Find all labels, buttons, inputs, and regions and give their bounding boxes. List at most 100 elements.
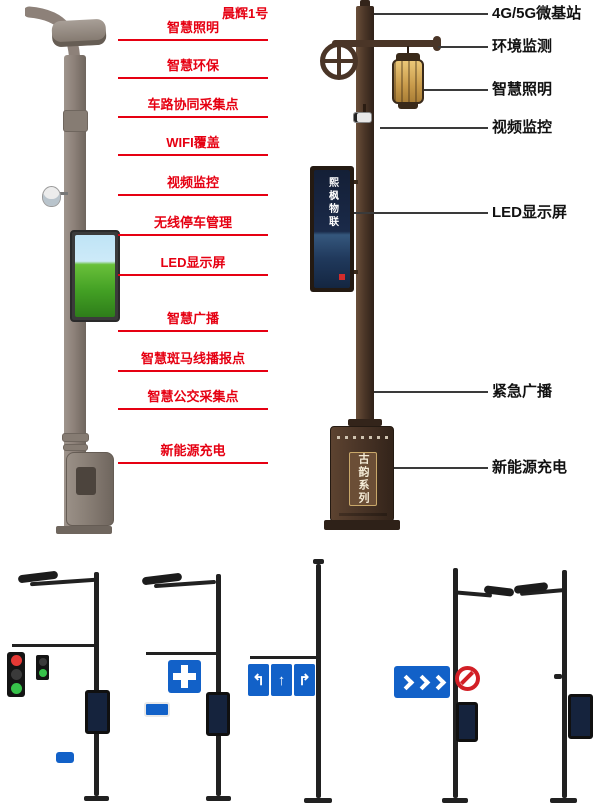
left-feature-label: 智慧环保 bbox=[118, 58, 268, 79]
pole-base bbox=[56, 526, 112, 534]
charging-port bbox=[76, 467, 96, 495]
right-feature-label: 智慧照明 bbox=[492, 81, 553, 98]
red-light-icon bbox=[10, 655, 22, 666]
sign-crossarm bbox=[250, 656, 316, 659]
pole-variant-chevron-sign bbox=[360, 556, 515, 807]
pole-shaft bbox=[316, 564, 321, 798]
green-light-icon bbox=[10, 683, 22, 694]
banner-image: 熙枫物联 bbox=[314, 170, 350, 288]
signal-crossarm bbox=[12, 644, 94, 647]
pole-display-screen bbox=[85, 690, 110, 734]
pole-shaft bbox=[216, 574, 221, 796]
right-feature-label: 新能源充电 bbox=[492, 459, 568, 476]
junction-box bbox=[62, 433, 89, 442]
right-feature-label: 视频监控 bbox=[492, 119, 553, 136]
pole-display-screen bbox=[456, 702, 478, 742]
cabinet-icon-row bbox=[337, 436, 389, 439]
equipment-box bbox=[554, 674, 562, 679]
pole-variant-traffic-signal bbox=[0, 556, 120, 807]
pole-variant-lane-signs: ↰ ↑ ↱ bbox=[240, 556, 360, 807]
lantern-hanger bbox=[407, 46, 409, 59]
cctv-camera-icon bbox=[353, 112, 372, 123]
base-cabinet: 古韵系列 bbox=[330, 426, 394, 522]
left-feature-label: 智慧照明 bbox=[118, 20, 268, 41]
off-light-icon bbox=[38, 658, 47, 666]
leader-line bbox=[394, 467, 488, 469]
left-feature-label: 车路协同采集点 bbox=[118, 97, 268, 118]
pole-base bbox=[84, 796, 109, 801]
lantern-cap bbox=[396, 53, 420, 60]
street-lamp-head-icon bbox=[51, 18, 107, 48]
pole-finial bbox=[313, 559, 324, 564]
decorative-wheel-icon bbox=[320, 42, 358, 80]
left-feature-label: WIFI覆盖 bbox=[118, 135, 268, 156]
left-feature-label: 视频监控 bbox=[118, 175, 268, 196]
traffic-signal bbox=[7, 652, 25, 697]
pole-variant-display bbox=[480, 556, 600, 807]
pole-base bbox=[442, 798, 468, 803]
pole-base bbox=[304, 798, 332, 803]
right-feature-label: LED显示屏 bbox=[492, 204, 568, 221]
slash-icon bbox=[459, 670, 475, 686]
leader-line bbox=[374, 391, 488, 393]
cabinet-series-text: 古韵系列 bbox=[357, 453, 369, 505]
small-blue-sign bbox=[144, 702, 170, 717]
lantern-lamp-icon bbox=[392, 59, 424, 104]
banner-bracket bbox=[350, 180, 358, 184]
left-feature-label: LED显示屏 bbox=[118, 255, 268, 276]
pole-variant-hospital-sign bbox=[120, 556, 240, 807]
chevron-icon bbox=[414, 674, 430, 690]
right-pole-shaft bbox=[356, 6, 374, 426]
leader-line bbox=[424, 89, 488, 91]
pole-flange bbox=[348, 419, 382, 426]
cabinet-panel-line bbox=[339, 513, 387, 516]
pedestrian-signal bbox=[36, 655, 49, 680]
green-light-icon bbox=[38, 669, 47, 677]
leader-line bbox=[380, 127, 488, 129]
lane-direction-signs: ↰ ↑ ↱ bbox=[248, 664, 315, 696]
pole-finial bbox=[360, 0, 370, 8]
hospital-sign bbox=[168, 660, 201, 693]
right-feature-label: 环境监测 bbox=[492, 38, 553, 55]
crossarm-scroll-end bbox=[433, 36, 441, 51]
led-screen bbox=[70, 230, 120, 322]
pole-shaft bbox=[562, 570, 567, 798]
banner-text: 熙枫物联 bbox=[326, 177, 338, 229]
junction-box bbox=[63, 444, 88, 451]
cabinet-plaque: 古韵系列 bbox=[349, 452, 377, 506]
left-feature-label: 智慧斑马线播报点 bbox=[118, 351, 268, 372]
pole-display-screen bbox=[206, 692, 230, 736]
right-feature-label: 4G/5G微基站 bbox=[492, 5, 582, 22]
cabinet-plinth bbox=[324, 520, 400, 530]
chevron-sign bbox=[394, 666, 450, 698]
leader-line bbox=[438, 46, 488, 48]
left-feature-label: 智慧广播 bbox=[118, 311, 268, 332]
wifi-ap-box bbox=[63, 110, 88, 132]
charging-cabinet bbox=[66, 452, 114, 526]
camera-mount bbox=[363, 104, 366, 114]
pole-base bbox=[206, 796, 231, 801]
left-feature-label: 新能源充电 bbox=[118, 443, 268, 464]
banner-bracket bbox=[350, 270, 358, 274]
sign-crossarm bbox=[146, 652, 216, 655]
leader-line bbox=[374, 13, 488, 15]
led-banner-screen: 熙枫物联 bbox=[310, 166, 354, 292]
right-feature-label: 紧急广播 bbox=[492, 383, 553, 400]
product-title: 晨辉1号 bbox=[222, 6, 269, 21]
cross-icon bbox=[173, 673, 196, 680]
right-turn-arrow-icon: ↱ bbox=[294, 664, 315, 696]
pole-display-screen bbox=[568, 694, 593, 739]
lantern-base bbox=[398, 103, 418, 109]
chevron-icon bbox=[430, 674, 446, 690]
seal-mark-icon bbox=[339, 274, 345, 280]
camera-bracket bbox=[58, 192, 68, 195]
crossarm bbox=[332, 40, 438, 47]
leader-line bbox=[354, 212, 488, 214]
yellow-light-icon bbox=[10, 669, 22, 680]
left-turn-arrow-icon: ↰ bbox=[248, 664, 269, 696]
ptz-camera-icon bbox=[42, 186, 61, 207]
pole-shaft bbox=[94, 572, 99, 796]
straight-arrow-icon: ↑ bbox=[271, 664, 292, 696]
led-screen-image bbox=[75, 235, 115, 317]
